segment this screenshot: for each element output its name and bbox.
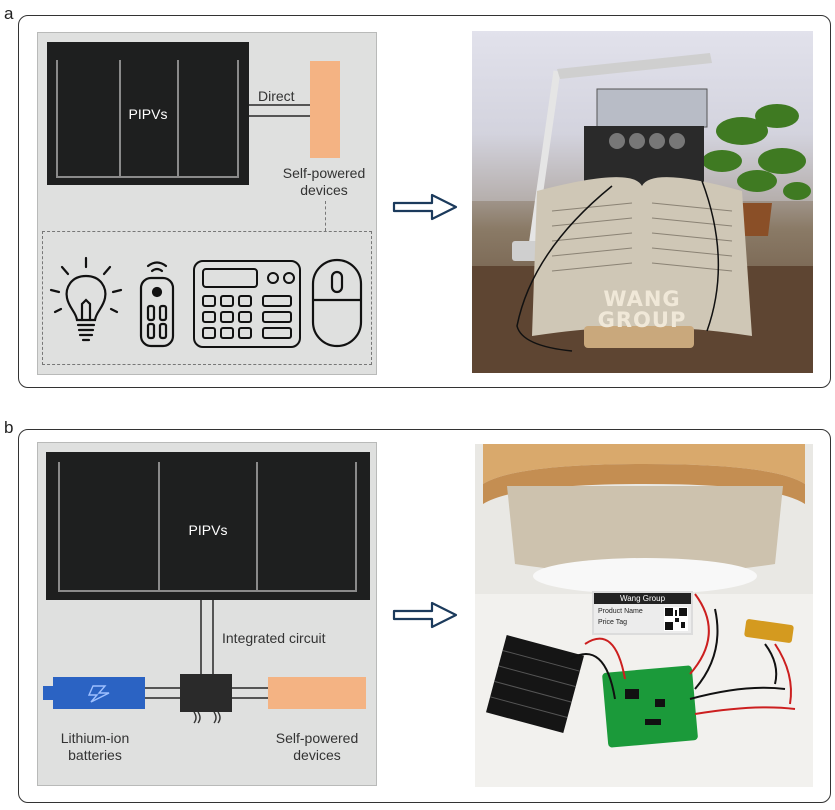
integrated-circuit-chip bbox=[180, 674, 232, 712]
devices-box bbox=[42, 231, 372, 365]
direct-label: Direct bbox=[258, 88, 295, 104]
self-powered-device bbox=[268, 677, 366, 709]
pipv-label: PIPVs bbox=[188, 522, 228, 538]
chip-pins-icon bbox=[193, 711, 221, 724]
integrated-circuit-label: Integrated circuit bbox=[222, 630, 326, 646]
battery-label: Lithium-ion batteries bbox=[60, 730, 130, 763]
photo-sign-line2: GROUP bbox=[597, 308, 687, 332]
panel-a-letter: a bbox=[4, 4, 14, 23]
lithium-ion-battery bbox=[53, 677, 145, 709]
pipv-panel: PIPVs bbox=[46, 452, 370, 600]
device-wire bbox=[232, 687, 268, 699]
photo-circuit-price-tag: Wang Group Product Name Price Tag bbox=[475, 444, 813, 787]
arrow-icon-a bbox=[392, 193, 458, 221]
lightning-icon bbox=[87, 685, 110, 703]
photo-circuit-scene bbox=[475, 444, 813, 787]
calculator-icon bbox=[193, 260, 301, 348]
panel-b-schematic: PIPVs Integrated circuit Lithium-ion bat… bbox=[37, 442, 377, 786]
photo-desk-lamp-book: WANG GROUP bbox=[472, 31, 813, 373]
tag-header: Wang Group bbox=[594, 593, 691, 604]
self-powered-label: Self-powered devices bbox=[275, 730, 359, 763]
panel-b-letter: b bbox=[4, 418, 14, 437]
qr-code-icon bbox=[664, 607, 688, 631]
photo-desk-scene bbox=[472, 31, 813, 373]
e-paper-price-tag: Wang Group Product Name Price Tag bbox=[592, 591, 693, 635]
panel-a-schematic: PIPVs Direct Self-powered devices bbox=[37, 32, 377, 375]
mouse-icon bbox=[311, 258, 363, 348]
tag-product-name: Product Name bbox=[598, 608, 643, 615]
light-bulb-icon bbox=[49, 256, 123, 342]
direct-wire bbox=[249, 104, 311, 117]
self-powered-label: Self-powered devices bbox=[282, 165, 366, 198]
arrow-icon-b bbox=[392, 601, 458, 629]
pipv-label: PIPVs bbox=[128, 106, 168, 122]
remote-control-icon bbox=[139, 261, 175, 348]
photo-sign-line1: WANG bbox=[603, 287, 681, 311]
battery-terminal bbox=[43, 686, 53, 700]
pipv-panel: PIPVs bbox=[47, 42, 249, 185]
tag-price: Price Tag bbox=[598, 619, 628, 626]
battery-wire bbox=[145, 687, 180, 699]
self-powered-device bbox=[310, 61, 340, 158]
dashed-connector bbox=[325, 201, 326, 231]
vertical-wire bbox=[200, 600, 214, 675]
